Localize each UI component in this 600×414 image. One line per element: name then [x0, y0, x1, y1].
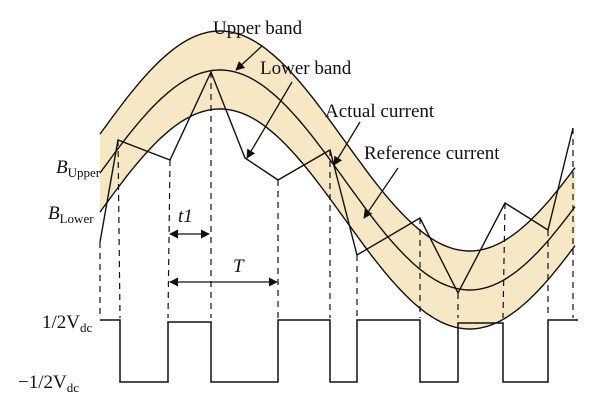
b-upper-main: B [56, 157, 68, 178]
b-lower-main: B [48, 203, 60, 224]
reference-current-label: Reference current [364, 143, 500, 164]
b-upper-label: BUpper [56, 157, 101, 180]
upper-band-arrow [235, 45, 263, 71]
upper-band-label: Upper band [213, 18, 303, 39]
lower-band-label: Lower band [260, 58, 352, 79]
negative-voltage-label: −1/2Vdc [18, 372, 79, 395]
v-pos-sub: dc [80, 320, 93, 335]
v-neg-sub: dc [67, 380, 80, 395]
projection-lines [99, 72, 574, 319]
b-upper-sub: Upper [68, 165, 101, 180]
switching-pulse-waveform [100, 319, 578, 383]
actual-current-label: Actual current [325, 101, 435, 122]
reference-current-curve [99, 69, 576, 291]
b-lower-label: BLower [48, 203, 94, 226]
t1-label: t1 [178, 206, 193, 227]
period-label: T [233, 256, 245, 277]
lower-band-arrow [246, 81, 293, 159]
b-lower-sub: Lower [60, 211, 95, 226]
actual-current-arrow [333, 121, 361, 166]
v-pos-main: 1/2V [42, 312, 80, 333]
upper-band-curve [99, 30, 576, 252]
v-neg-main: −1/2V [18, 372, 67, 393]
reference-current-arrow [363, 167, 399, 219]
positive-voltage-label: 1/2Vdc [42, 312, 93, 335]
